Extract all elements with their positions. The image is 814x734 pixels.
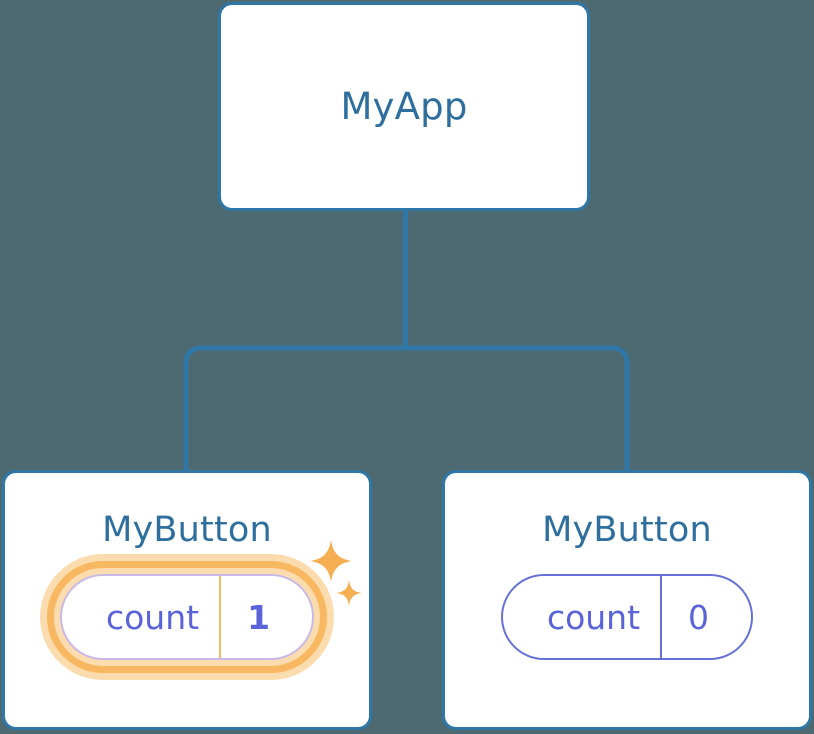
state-value: 0 (660, 576, 751, 658)
connector-branch-right (405, 345, 630, 472)
state-key: count (546, 597, 641, 637)
state-key: count (105, 597, 200, 637)
node-title: MyButton (542, 510, 712, 550)
state-value: 1 (219, 576, 312, 658)
node-card-mybutton-left[interactable]: MyButton count 1 (2, 470, 372, 730)
state-pill[interactable]: count 0 (500, 574, 754, 660)
connector-branch-left (183, 345, 406, 472)
node-card-mybutton-right[interactable]: MyButton count 0 (442, 470, 812, 730)
state-pill[interactable]: count 1 (59, 574, 315, 660)
highlight-ring (46, 561, 328, 673)
sparkle-icon (336, 580, 363, 606)
node-title: MyButton (102, 510, 272, 550)
node-card-myapp[interactable]: MyApp (218, 2, 590, 211)
state-pill-plain[interactable]: count 0 (500, 574, 754, 660)
state-pill-highlighted[interactable]: count 1 (39, 540, 363, 680)
node-title: MyApp (340, 85, 468, 128)
